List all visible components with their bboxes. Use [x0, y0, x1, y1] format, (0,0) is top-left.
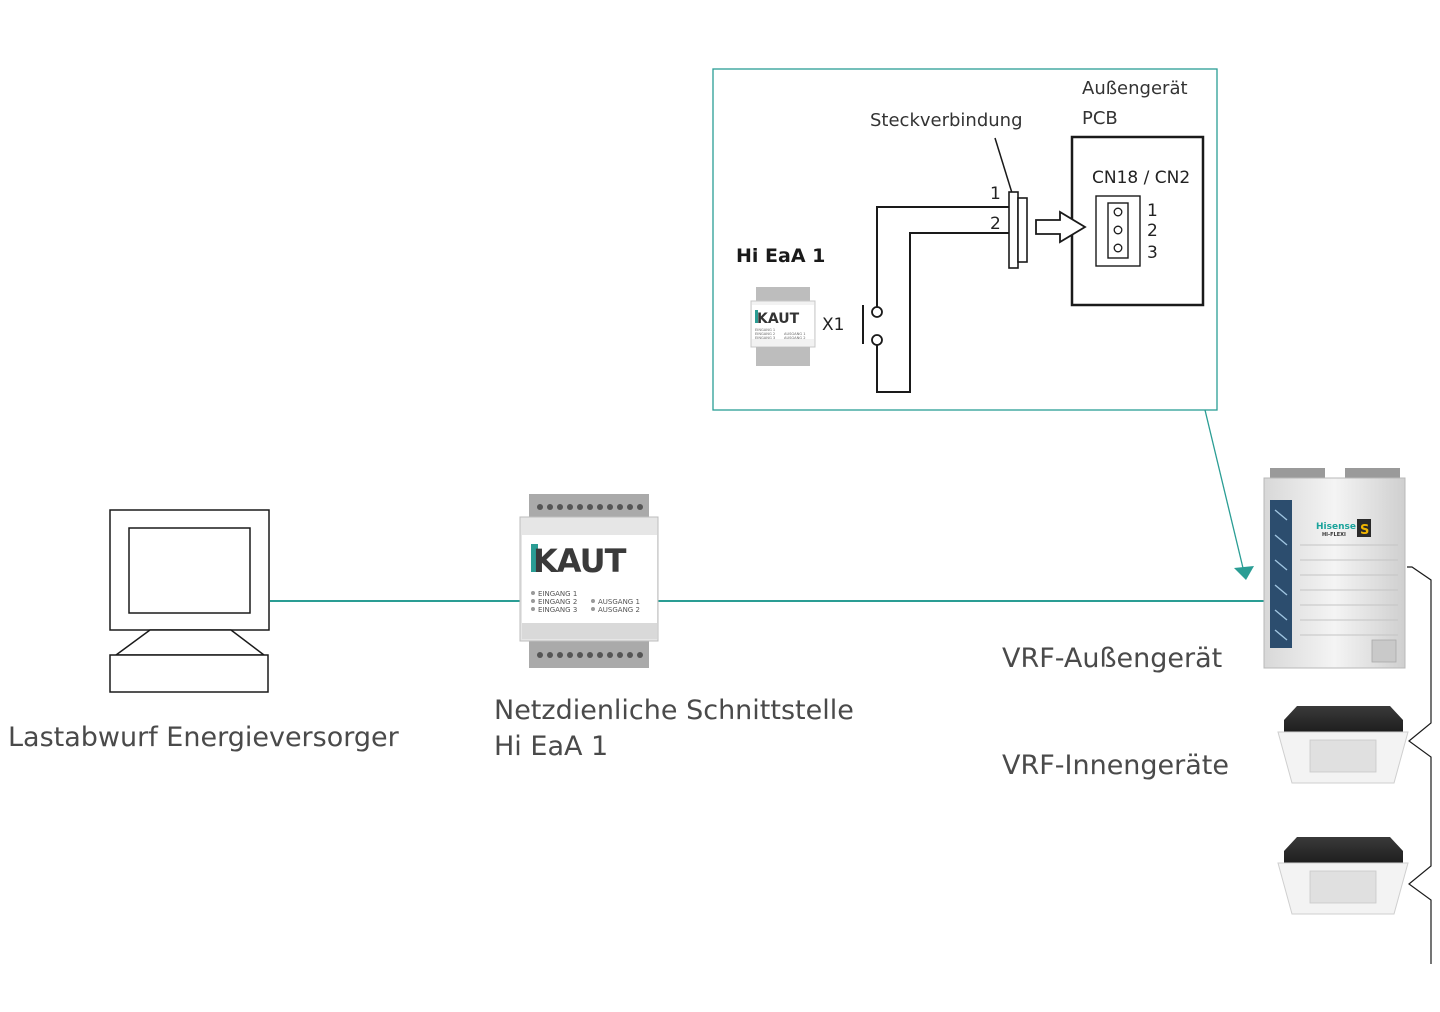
pin-left-2: 2 [990, 214, 1001, 234]
connector-plug [1008, 191, 1019, 269]
wire-1 [876, 206, 1009, 307]
outdoor-label: VRF-Außengerät [1002, 643, 1222, 674]
wire-2 [876, 232, 1009, 393]
refrigerant-line [1407, 566, 1432, 964]
contact-terminal-top [871, 306, 883, 318]
outdoor-badge: S [1360, 523, 1369, 538]
mini-eingang-3: EINGANG 3 [755, 336, 775, 340]
pcb-pin-1 [1113, 207, 1123, 217]
detail-pointer-line [1204, 409, 1244, 569]
pcb-pin-3 [1113, 243, 1123, 253]
indoor-unit-2 [1277, 837, 1409, 915]
pcb-pin-label-2: 2 [1147, 221, 1158, 241]
mini-eingang-1: EINGANG 1 [755, 328, 775, 332]
detail-title: Hi EaA 1 [736, 245, 825, 267]
module-label-line2: Hi EaA 1 [494, 731, 608, 762]
connector-socket [1017, 197, 1028, 263]
indoor-label: VRF-Innengeräte [1002, 750, 1229, 781]
mini-ausgang-1: AUSGANG 1 [784, 332, 806, 336]
pcb-pin-2 [1113, 225, 1123, 235]
contact-label: X1 [822, 315, 844, 335]
computer-icon [109, 509, 270, 693]
detail-pointer-arrowhead [1234, 566, 1254, 580]
pcb-label-line1: Außengerät [1082, 78, 1188, 99]
detail-box [712, 68, 1218, 411]
mini-kaut-logo: KAUT [757, 311, 800, 327]
mini-eingang-2: EINGANG 2 [755, 332, 775, 336]
cn-label: CN18 / CN2 [1092, 168, 1190, 188]
plug-arrow [1035, 210, 1087, 244]
module-eingang-3: EINGANG 3 [538, 606, 577, 614]
kaut-logo: KAUT [533, 542, 627, 580]
indoor-unit-1 [1277, 706, 1409, 784]
module-ausgang-2: AUSGANG 2 [598, 606, 640, 614]
pin-left-1: 1 [990, 184, 1001, 204]
mini-module: KAUT EINGANG 1 EINGANG 2 EINGANG 3 AUSGA… [750, 287, 816, 366]
kaut-module: KAUT EINGANG 1 EINGANG 2 EINGANG 3 AUSGA… [519, 494, 659, 668]
mini-ausgang-2: AUSGANG 2 [784, 336, 806, 340]
module-label-line1: Netzdienliche Schnittstelle [494, 695, 854, 726]
pcb-label-line2: PCB [1082, 108, 1118, 129]
pcb-pin-label-1: 1 [1147, 201, 1158, 221]
module-eingang-1: EINGANG 1 [538, 590, 577, 598]
module-eingang-2: EINGANG 2 [538, 598, 577, 606]
connector-leader [994, 137, 1013, 194]
module-ausgang-1: AUSGANG 1 [598, 598, 640, 606]
outdoor-brand: Hisense [1316, 522, 1356, 532]
pcb-pin-label-3: 3 [1147, 243, 1158, 263]
outdoor-unit: Hisense HI-FLEXI S [1263, 468, 1406, 669]
contact-terminal-bottom [871, 334, 883, 346]
outdoor-model: HI-FLEXI [1322, 532, 1346, 538]
computer-label: Lastabwurf Energieversorger [8, 722, 400, 753]
connector-label: Steckverbindung [870, 110, 1023, 131]
